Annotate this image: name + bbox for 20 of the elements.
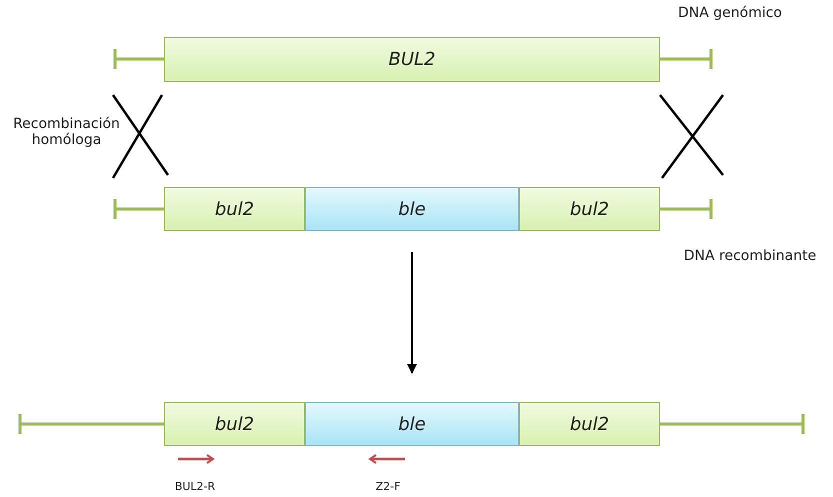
gene-box	[164, 402, 305, 446]
gene-name: bul2	[214, 414, 254, 434]
gene-name: ble	[398, 414, 426, 434]
gene-box	[164, 187, 305, 231]
gene-name: ble	[398, 198, 426, 220]
marker-gene-box	[305, 187, 519, 231]
gene-name: bul2	[570, 414, 610, 434]
marker-gene-box	[305, 402, 519, 446]
arrow	[407, 252, 417, 374]
annotation-label: Recombinación homóloga	[12, 116, 121, 148]
gene-box	[519, 402, 660, 446]
primer-label: BUL2-R	[174, 480, 216, 493]
gene-name: bul2	[214, 198, 254, 220]
gene-name: BUL2	[388, 49, 436, 70]
row-label: DNA recombinante	[682, 248, 818, 264]
gene-box	[164, 37, 660, 82]
primer-label: Z2-F	[374, 480, 402, 493]
gene-box	[519, 187, 660, 231]
gene-name: bul2	[570, 198, 610, 220]
row-label: DNA genómico	[676, 5, 783, 21]
